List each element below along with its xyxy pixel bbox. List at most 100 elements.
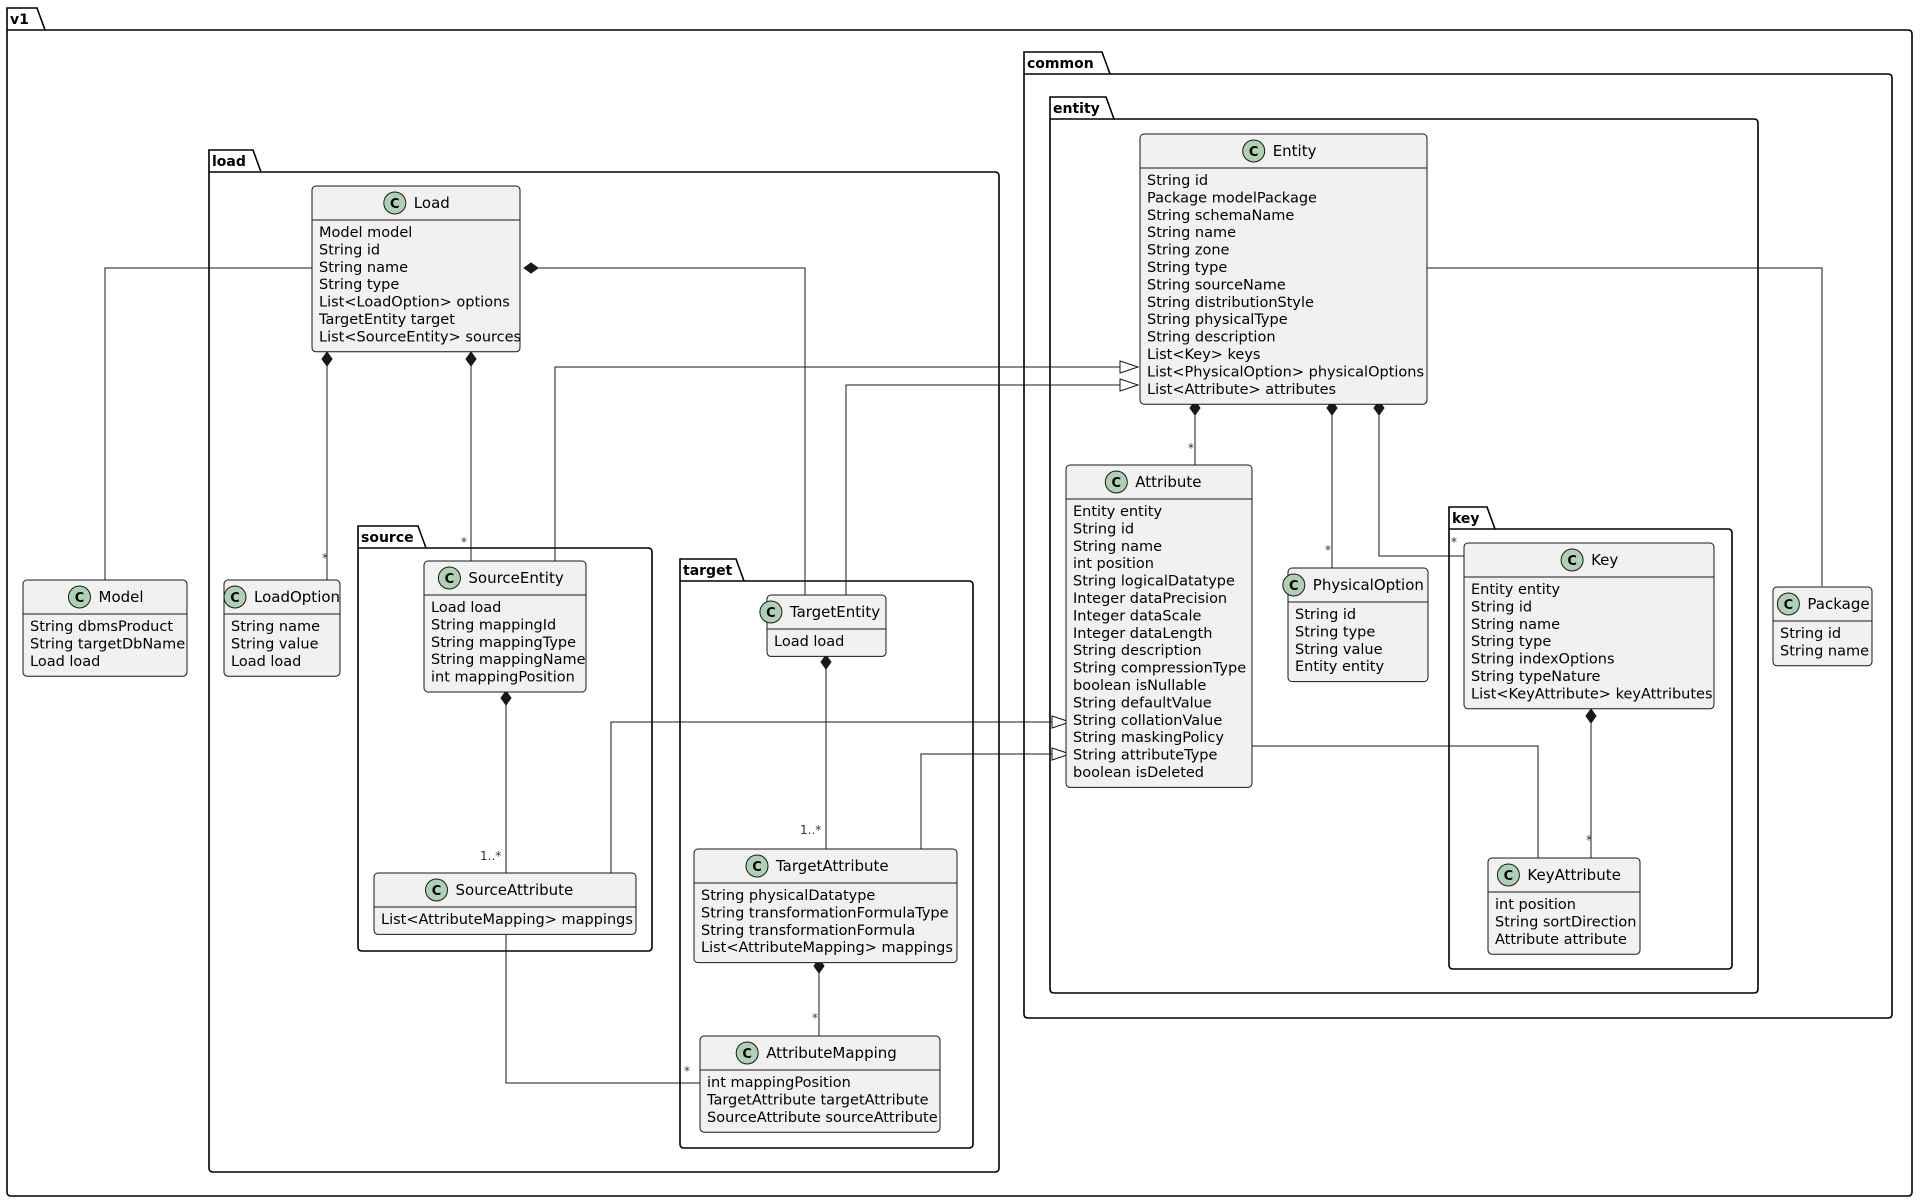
class-field: String id	[1780, 626, 1841, 642]
class-c-icon: C	[1496, 863, 1520, 887]
svg-text:C: C	[1567, 554, 1577, 569]
composition-diamond	[321, 351, 333, 367]
class-field: String sourceName	[1147, 277, 1286, 293]
class-field: String id	[1073, 521, 1134, 537]
class-field: int mappingPosition	[707, 1075, 851, 1091]
package-source: source	[357, 525, 653, 952]
composition-diamond	[523, 262, 539, 274]
association-line	[554, 366, 1120, 561]
svg-text:C: C	[445, 572, 455, 587]
package-target: target	[679, 558, 974, 1149]
class-field: String mappingId	[431, 617, 556, 633]
package-key: key	[1448, 506, 1733, 970]
package-label-key: key	[1452, 511, 1480, 527]
inheritance-arrow	[1119, 378, 1140, 392]
association-line	[610, 721, 1052, 873]
multiplicity-label: *	[684, 1064, 690, 1078]
svg-text:C: C	[75, 591, 85, 606]
multiplicity-label: 1..*	[480, 849, 501, 863]
association-line	[1427, 267, 1823, 586]
package-v1: v1	[6, 7, 1913, 1197]
svg-text:C: C	[1249, 145, 1259, 160]
package-label-source: source	[361, 530, 414, 546]
class-field: Integer dataScale	[1073, 608, 1202, 624]
class-c-icon: C	[1282, 573, 1306, 597]
class-field: String transformationFormulaType	[701, 905, 949, 921]
class-field: String collationValue	[1073, 713, 1222, 729]
association-line	[845, 384, 1120, 603]
inheritance-arrow	[1119, 360, 1140, 374]
class-field: List<AttributeMapping> mappings	[701, 940, 953, 956]
class-field: List<SourceEntity> sources	[319, 329, 521, 345]
association-line	[920, 753, 1052, 849]
class-name: Key	[1591, 551, 1618, 569]
class-field: TargetAttribute targetAttribute	[706, 1092, 929, 1108]
svg-text:C: C	[1289, 579, 1299, 594]
class-field: Entity entity	[1073, 504, 1162, 520]
class-field: List<Attribute> attributes	[1147, 382, 1336, 398]
class-field: String name	[1073, 539, 1162, 555]
association-line	[104, 267, 318, 580]
class-field: String indexOptions	[1471, 652, 1615, 668]
class-field: List<PhysicalOption> physicalOptions	[1147, 364, 1424, 380]
multiplicity-label: *	[461, 535, 467, 549]
association-line	[524, 267, 806, 603]
svg-text:C: C	[390, 197, 400, 212]
class-field: String type	[1295, 624, 1375, 640]
class-field: List<Key> keys	[1147, 347, 1260, 363]
multiplicity-label: *	[1451, 535, 1457, 549]
class-field: String attributeType	[1073, 748, 1218, 764]
class-c-icon: C	[437, 566, 461, 590]
class-field: int mappingPosition	[431, 670, 575, 686]
class-field: String sortDirection	[1495, 914, 1636, 930]
class-field: String transformationFormula	[701, 923, 915, 939]
composition-diamond	[465, 351, 477, 367]
class-c-icon: C	[1104, 470, 1128, 494]
package-label-target: target	[683, 563, 733, 579]
multiplicity-label: *	[1325, 543, 1331, 557]
class-field: String distributionStyle	[1147, 295, 1314, 311]
class-field: List<KeyAttribute> keyAttributes	[1471, 686, 1713, 702]
class-field: String description	[1073, 643, 1202, 659]
class-field: String name	[231, 619, 320, 635]
svg-text:C: C	[1504, 869, 1514, 884]
class-name: Model	[99, 588, 144, 606]
class-field: String zone	[1147, 243, 1230, 259]
package-label-load: load	[212, 154, 246, 170]
class-field: Load load	[431, 600, 501, 616]
class-c-icon: C	[68, 585, 91, 609]
package-entity: entity	[1049, 96, 1759, 994]
svg-text:C: C	[742, 1047, 752, 1062]
class-c-icon: C	[1242, 139, 1266, 163]
inheritance-arrow	[1051, 747, 1072, 761]
class-field: Load load	[231, 654, 301, 670]
class-field: String physicalType	[1147, 312, 1288, 328]
multiplicity-label: *	[812, 1011, 818, 1025]
class-field: int position	[1495, 897, 1576, 913]
class-field: SourceAttribute sourceAttribute	[707, 1110, 938, 1126]
class-field: String value	[1295, 642, 1383, 658]
class-c-icon: C	[1560, 548, 1584, 572]
class-field: String dbmsProduct	[30, 619, 173, 635]
class-field: List<AttributeMapping> mappings	[381, 912, 633, 928]
class-name: SourceEntity	[468, 569, 563, 587]
class-name: Attribute	[1135, 473, 1201, 491]
class-name: Package	[1807, 595, 1869, 613]
class-name: SourceAttribute	[456, 881, 574, 899]
multiplicity-label: *	[1188, 441, 1194, 455]
class-field: String id	[1295, 607, 1356, 623]
class-field: String type	[319, 277, 399, 293]
package-load: load	[208, 149, 1000, 1173]
class-field: String mappingType	[431, 635, 576, 651]
class-name: Load	[414, 194, 450, 212]
multiplicity-label: 1..*	[800, 823, 821, 837]
